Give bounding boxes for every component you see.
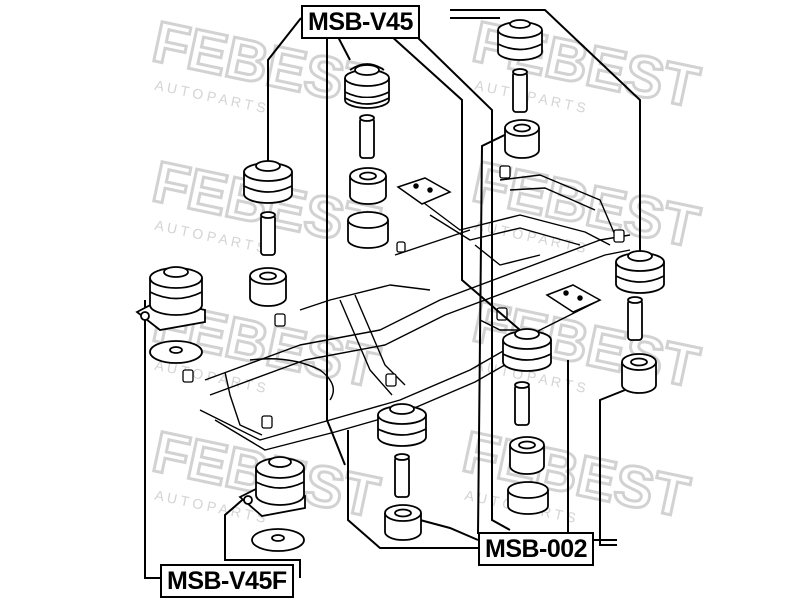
bushing-lower (249, 267, 287, 307)
spacer-sleeve (359, 114, 375, 159)
spacer-sleeve (514, 381, 530, 426)
part-number-label-msb-002: MSB-002 (478, 532, 595, 566)
bushing-lower (384, 504, 422, 541)
cushion-mount-bracket-upper (135, 266, 206, 331)
spacer-sleeve (394, 453, 410, 498)
cushion-mount-center-bottom (377, 403, 427, 447)
leader-lines (144, 9, 641, 579)
spacer-sleeve (260, 211, 276, 256)
bushing-lower (621, 353, 657, 394)
bushing-lower (504, 119, 540, 159)
subframe-outline (199, 174, 631, 451)
cushion-mount-top-right (497, 19, 543, 61)
bushing-lower (509, 436, 545, 475)
bushing-lower (349, 167, 387, 205)
spacer-sleeve (627, 296, 643, 341)
mount-plates (396, 177, 602, 313)
washer-ring (347, 211, 389, 249)
cushion-mount-left (243, 160, 293, 204)
washer-ring (507, 481, 549, 515)
part-number-label-msb-v45: MSB-V45 (301, 5, 420, 39)
spacer-sleeve (512, 68, 528, 113)
cushion-mount-top-center (344, 63, 390, 109)
washer-disc (251, 528, 305, 552)
cushion-mount-bracket-lower (238, 456, 306, 517)
washer-disc (149, 340, 203, 364)
cushion-mount-right (615, 250, 665, 294)
cushion-mount-center-right (502, 328, 552, 372)
part-number-label-msb-v45f: MSB-V45F (160, 564, 294, 598)
